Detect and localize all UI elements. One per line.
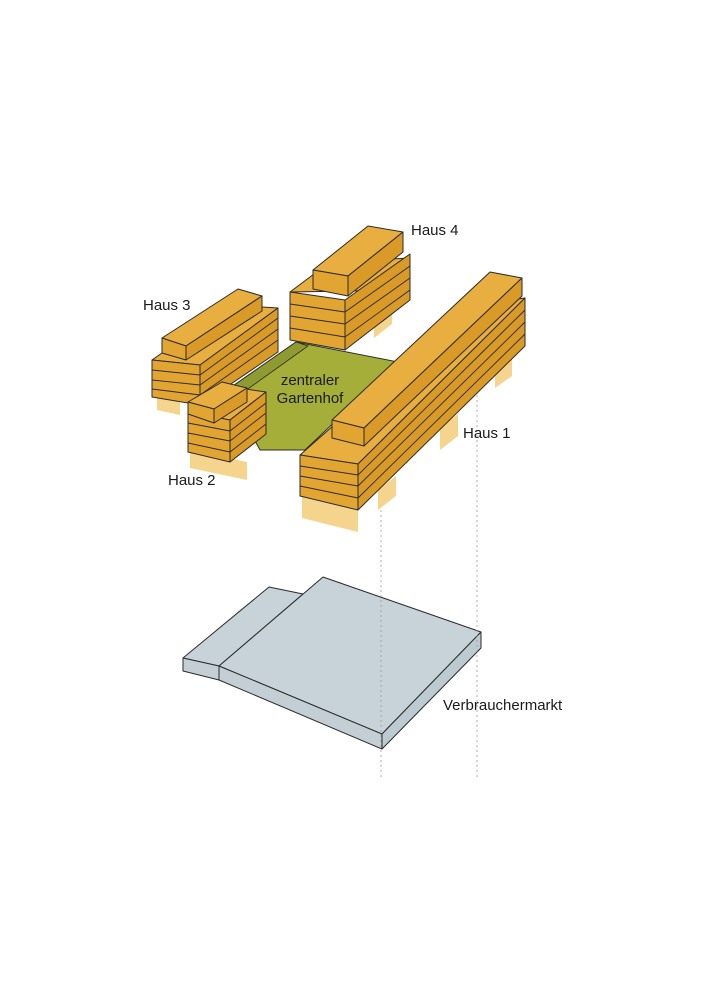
haus-3-top-block-side — [185, 295, 263, 361]
haus-2-top-block-side — [213, 387, 248, 424]
label-haus-2: Haus 2 — [168, 472, 216, 489]
label-haus-4: Haus 4 — [411, 222, 459, 239]
haus-2-volume — [187, 381, 267, 480]
haus-2-pilotis — [190, 450, 247, 480]
haus-2-floor-lines — [187, 402, 267, 453]
label-verbrauchermarkt: Verbrauchermarkt — [443, 697, 563, 714]
haus-4-floor-lines — [289, 265, 411, 338]
market-right-side — [381, 631, 482, 750]
label-haus-1: Haus 1 — [463, 425, 511, 442]
haus-1-volume — [299, 271, 526, 532]
haus-4-top-block-side — [347, 231, 404, 297]
label-courtyard-line-2: Gartenhof — [276, 390, 344, 407]
haus-3-volume — [151, 288, 279, 415]
verbrauchermarkt-volume — [182, 576, 482, 750]
haus-1-floor-lines — [299, 309, 526, 499]
haus-1-pilotis-mid — [378, 476, 396, 510]
haus-1-pilotis-back — [440, 414, 458, 450]
haus-1-pilotis-front — [302, 495, 358, 532]
projection-lines — [380, 380, 478, 780]
haus-4-volume — [289, 225, 411, 351]
label-courtyard-line-1: zentraler — [280, 372, 340, 389]
haus-1-top-block-side — [363, 277, 523, 447]
haus-4-front — [289, 291, 346, 351]
label-haus-3: Haus 3 — [143, 297, 191, 314]
